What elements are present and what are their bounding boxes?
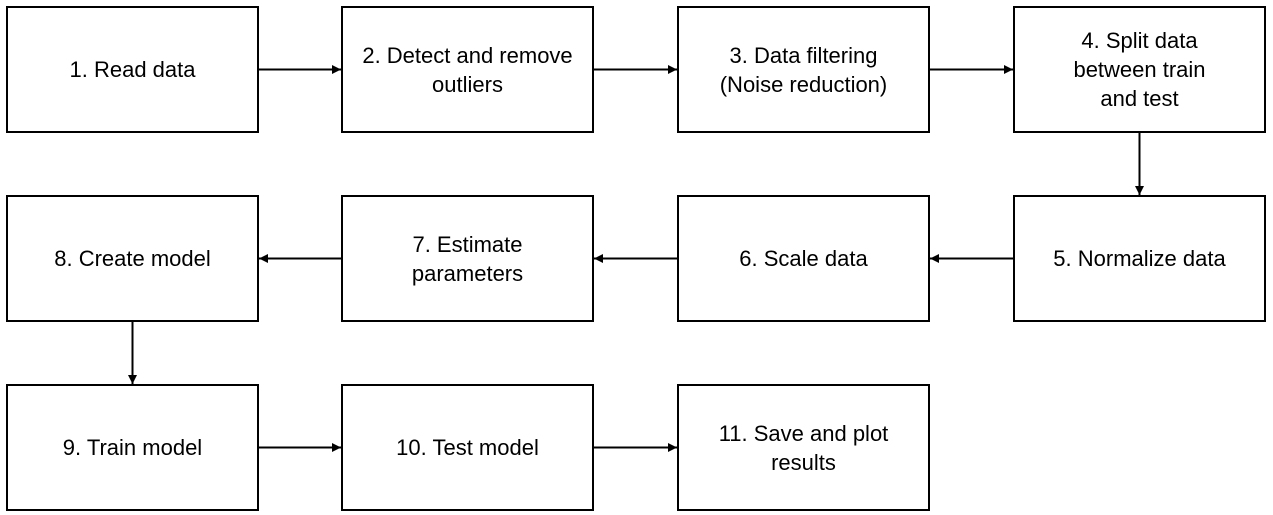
step-label: 10. Test model bbox=[396, 435, 539, 460]
step-save-plot-results: 11. Save and plot results bbox=[677, 384, 930, 511]
step-label: 11. Save and plot results bbox=[718, 420, 889, 475]
step-label: 2. Detect and remove outliers bbox=[362, 42, 573, 97]
step-detect-outliers: 2. Detect and remove outliers bbox=[341, 6, 594, 133]
step-label: 5. Normalize data bbox=[1053, 246, 1226, 271]
step-label: 9. Train model bbox=[62, 435, 203, 460]
step-label: 8. Create model bbox=[54, 246, 211, 271]
step-test-model: 10. Test model bbox=[341, 384, 594, 511]
step-train-model: 9. Train model bbox=[6, 384, 259, 511]
step-label: 4. Split data between train and test bbox=[1073, 28, 1206, 111]
step-normalize-data: 5. Normalize data bbox=[1013, 195, 1266, 322]
step-estimate-parameters: 7. Estimate parameters bbox=[341, 195, 594, 322]
step-label: 7. Estimate parameters bbox=[411, 231, 524, 286]
step-label: 1. Read data bbox=[69, 57, 196, 82]
step-label: 3. Data filtering (Noise reduction) bbox=[719, 42, 888, 97]
step-label: 6. Scale data bbox=[739, 246, 868, 271]
step-read-data: 1. Read data bbox=[6, 6, 259, 133]
step-data-filtering: 3. Data filtering (Noise reduction) bbox=[677, 6, 930, 133]
step-split-data: 4. Split data between train and test bbox=[1013, 6, 1266, 133]
step-create-model: 8. Create model bbox=[6, 195, 259, 322]
step-scale-data: 6. Scale data bbox=[677, 195, 930, 322]
